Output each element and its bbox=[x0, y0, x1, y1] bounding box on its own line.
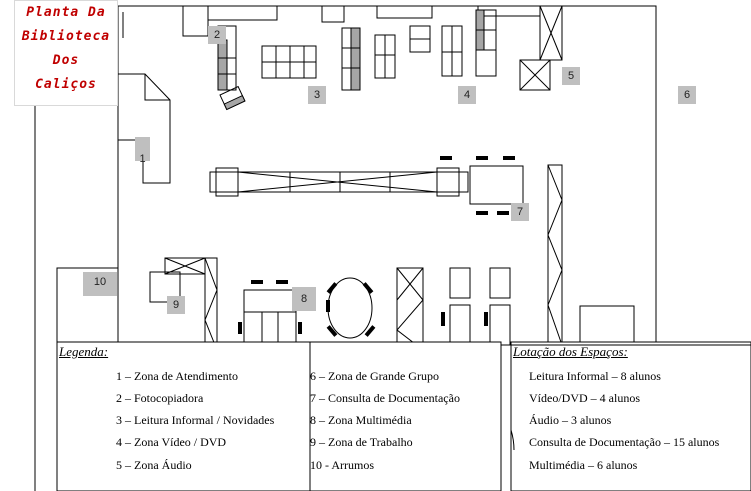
zone-label-5: 5 bbox=[562, 67, 580, 85]
multimedia-shelf bbox=[396, 267, 424, 351]
documentation-table bbox=[469, 165, 524, 205]
lotacao-item-4: Consulta de Documentação – 15 alunos bbox=[529, 435, 720, 449]
zone-label-1: 1 bbox=[135, 137, 150, 165]
zone-label-2: 2 bbox=[208, 26, 226, 44]
storage-room-wall bbox=[56, 267, 118, 350]
group-table bbox=[579, 305, 635, 347]
lotacao-frame bbox=[510, 341, 751, 491]
work-table bbox=[149, 271, 181, 303]
lotacao-item-3: Áudio – 3 alunos bbox=[529, 413, 612, 427]
chairs-7 bbox=[440, 156, 515, 215]
lotacao-item-5: Multimédia – 6 alunos bbox=[529, 458, 638, 472]
legend-item-7: 7 – Consulta de Documentação bbox=[310, 391, 460, 405]
title-line-2: Biblioteca bbox=[21, 29, 111, 44]
shelf-top-2 bbox=[207, 5, 278, 21]
lotacao-heading: Lotação dos Espaços: bbox=[513, 344, 628, 359]
shelf-top-5 bbox=[477, 5, 541, 17]
title-line-1: Planta Da bbox=[26, 5, 106, 20]
legend-item-5: 5 – Zona Áudio bbox=[116, 458, 192, 472]
central-shelf bbox=[209, 171, 469, 193]
copier-machine bbox=[219, 85, 246, 111]
plan-title: Planta Da Biblioteca Dos Caliços bbox=[14, 0, 118, 106]
zone-label-6: 6 bbox=[678, 86, 696, 104]
zone-label-8: 8 bbox=[292, 287, 316, 311]
audio-shelf bbox=[539, 5, 563, 61]
legend-frame bbox=[56, 341, 502, 491]
zone-label-10: 10 bbox=[83, 272, 117, 296]
shelf-top-4 bbox=[376, 5, 433, 19]
chairs-8 bbox=[238, 280, 302, 334]
legend-item-2: 2 – Fotocopiadora bbox=[116, 391, 204, 405]
legend-item-4: 4 – Zona Vídeo / DVD bbox=[116, 435, 227, 449]
right-shelf bbox=[547, 164, 563, 351]
audio-station bbox=[519, 59, 551, 91]
legend-item-8: 8 – Zona Multimédia bbox=[310, 413, 412, 427]
legend-item-6: 6 – Zona de Grande Grupo bbox=[310, 369, 439, 383]
legend-item-10: 10 - Arrumos bbox=[310, 458, 374, 472]
lotacao-item-2: Vídeo/DVD – 4 alunos bbox=[529, 391, 640, 405]
title-line-3: Dos bbox=[52, 53, 80, 68]
zone-label-7: 7 bbox=[511, 203, 529, 221]
zone-label-3: 3 bbox=[308, 86, 326, 104]
legend-heading: Legenda: bbox=[59, 344, 109, 359]
shelf-top-3 bbox=[321, 5, 345, 23]
legend-item-9: 9 – Zona de Trabalho bbox=[310, 435, 413, 449]
reception-counter bbox=[118, 73, 171, 184]
chairs-round bbox=[326, 282, 376, 337]
multimedia-desk bbox=[243, 289, 297, 313]
shelf-top-1 bbox=[182, 5, 209, 37]
legend-item-3: 3 – Leitura Informal / Novidades bbox=[116, 413, 275, 427]
legend-item-1: 1 – Zona de Atendimento bbox=[116, 369, 238, 383]
zone-label-4: 4 bbox=[458, 86, 476, 104]
title-line-4: Caliços bbox=[35, 77, 97, 92]
zone-label-9: 9 bbox=[167, 296, 185, 314]
lotacao-item-1: Leitura Informal – 8 alunos bbox=[529, 369, 661, 383]
outer-wall bbox=[118, 5, 657, 345]
